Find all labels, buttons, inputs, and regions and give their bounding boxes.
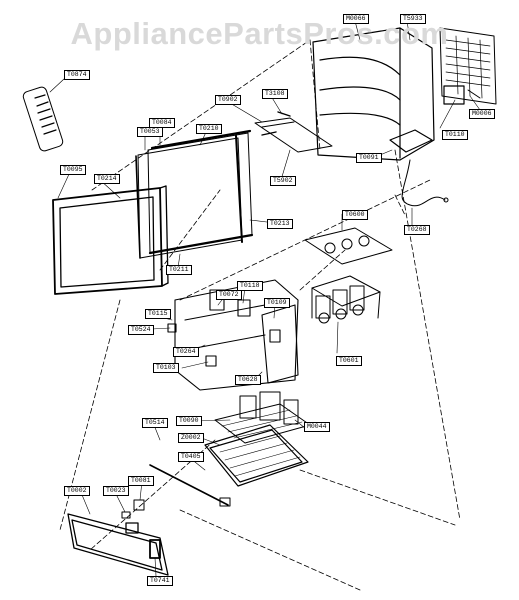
callout-t0211: T0211 [166,265,192,275]
callout-t0210: T0210 [196,124,222,134]
optical-engine [311,275,381,324]
power-cord [401,159,449,207]
callout-t0118: T0118 [237,281,263,291]
callout-m0066: M0066 [343,14,369,24]
support-rod [149,464,229,506]
callout-t0002: T0002 [64,486,90,496]
front-bezel [52,185,169,295]
callout-t0902: T0902 [215,95,241,105]
callout-t0081: T0081 [128,476,154,486]
remote-control [22,86,64,152]
callout-t0601: T0601 [336,356,362,366]
callout-t0091: T0091 [356,153,382,163]
callout-t0095: T0095 [60,165,86,175]
callout-t0023: T0023 [103,486,129,496]
mirror-plate [304,227,393,265]
callout-t0268: T0268 [404,225,430,235]
callout-z0002: Z0002 [178,433,204,443]
callout-t0600: T0600 [342,210,368,220]
callout-t0213: T0213 [267,219,293,229]
callout-t0524: T0524 [128,325,154,335]
callout-t0110: T0110 [442,130,468,140]
callout-t0264: T0264 [173,347,199,357]
callout-t0405: T0405 [178,452,204,462]
base-tray [204,424,309,487]
front-panel-bar [67,513,169,576]
rear-cabinet [312,27,435,161]
callout-t0053: T0053 [137,127,163,137]
lens-sheet [254,111,333,153]
main-board [214,391,311,444]
callout-t5933: T5933 [400,14,426,24]
callout-t0072: T0072 [216,290,242,300]
callout-t0874: T0874 [64,70,90,80]
callout-m0006: M0006 [469,109,495,119]
watermark-text: AppliancePartsPros.com [70,16,449,51]
callout-t0090: T0090 [176,416,202,426]
callout-t0115: T0115 [145,309,171,319]
small-brackets [121,497,231,519]
screen-frame-layers [135,129,254,259]
callout-t0103: T0103 [153,363,179,373]
callout-t0741: T0741 [147,576,173,586]
callout-t5902: T5902 [270,176,296,186]
callout-t3108: T3108 [262,89,288,99]
callout-t0514: T0514 [142,418,168,428]
callout-t0628: T0628 [235,375,261,385]
callout-m0044: M0044 [304,422,330,432]
callout-t0214: T0214 [94,174,120,184]
back-cover-panel [439,27,497,105]
callout-t0109: T0109 [264,298,290,308]
